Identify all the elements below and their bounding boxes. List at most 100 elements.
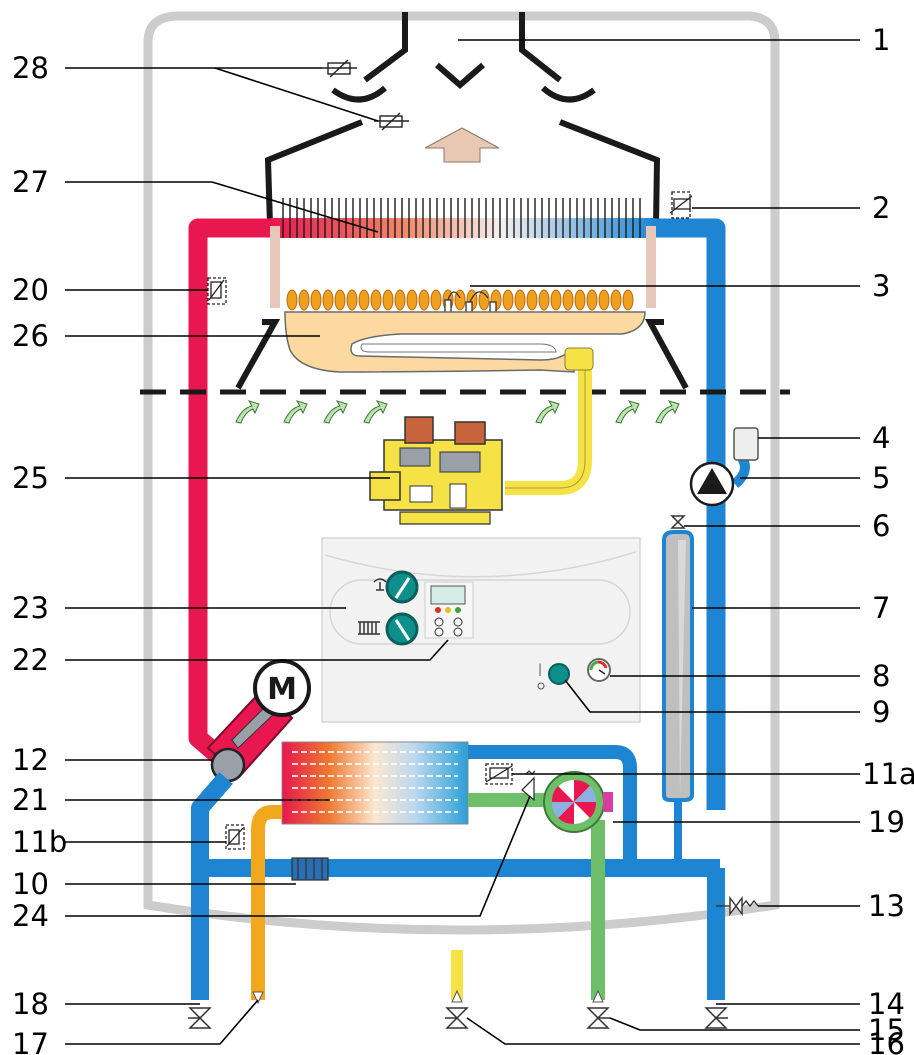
gas-supply-pipe-outline xyxy=(505,360,586,489)
main-heat-exchanger xyxy=(270,198,656,308)
flame xyxy=(478,289,490,311)
flue-hood xyxy=(264,12,661,226)
callout-11b: 11b xyxy=(12,825,67,859)
air-arrow xyxy=(615,400,640,424)
display-module xyxy=(430,585,466,637)
air-arrow xyxy=(235,400,260,424)
flame xyxy=(322,289,334,311)
air-arrow xyxy=(283,400,308,424)
dhw-outlet-pipe xyxy=(251,805,282,1000)
inner-burner-slot xyxy=(360,343,557,353)
callout-24: 24 xyxy=(12,899,49,933)
flame xyxy=(574,289,586,311)
dhw-temperature-knob[interactable] xyxy=(385,570,419,604)
svg-text:M: M xyxy=(267,672,297,707)
flame xyxy=(418,289,430,311)
temperature-sensor-icon xyxy=(207,191,693,850)
control-panel xyxy=(321,537,641,723)
callout-14: 14 xyxy=(868,987,905,1021)
flame xyxy=(622,289,634,311)
tap-icon xyxy=(373,578,387,591)
flame xyxy=(346,289,358,311)
flame xyxy=(586,289,598,311)
air-arrow xyxy=(655,400,680,424)
hx-return-pipe xyxy=(468,745,637,868)
callout-15: 15 xyxy=(868,1013,905,1047)
callout-23: 23 xyxy=(12,591,49,625)
flame xyxy=(514,289,526,311)
flame xyxy=(550,289,562,311)
callout-27: 27 xyxy=(12,165,49,199)
flame xyxy=(406,289,418,311)
valve-icon xyxy=(670,515,686,529)
air-arrow xyxy=(535,400,560,424)
flow-switch xyxy=(543,771,613,833)
callout-8: 8 xyxy=(872,659,890,693)
callout-26: 26 xyxy=(12,319,49,353)
gas-flow-arrow xyxy=(451,989,463,1003)
callout-19: 19 xyxy=(868,805,905,839)
vessel-highlight xyxy=(678,540,686,795)
burner-flames xyxy=(286,289,634,311)
flame xyxy=(334,289,346,311)
callout-28: 28 xyxy=(12,51,49,85)
callout-10: 10 xyxy=(12,867,49,901)
flame xyxy=(358,289,370,311)
callout-20: 20 xyxy=(12,273,49,307)
callout-18: 18 xyxy=(12,987,49,1021)
pressure-gauge xyxy=(587,658,611,682)
callout-2: 2 xyxy=(872,191,890,225)
chamber-walls xyxy=(235,319,689,390)
radiator-icon xyxy=(358,621,380,635)
callout-3: 3 xyxy=(872,269,890,303)
flame xyxy=(382,289,394,311)
leader-lines xyxy=(65,39,860,1045)
air-arrow xyxy=(363,400,388,424)
cold-water-pipe xyxy=(468,793,605,1000)
callout-6: 6 xyxy=(872,509,890,543)
callout-13: 13 xyxy=(868,889,905,923)
expansion-vessel xyxy=(662,530,694,802)
bypass-valve xyxy=(291,857,329,881)
callout-11a: 11a xyxy=(862,757,914,791)
pressure-relief-valve xyxy=(716,895,759,917)
flame xyxy=(310,289,322,311)
callout-labels: 28 27 20 26 25 23 22 12 21 11b 10 24 18 … xyxy=(12,23,914,1055)
gas-supply-pipe xyxy=(505,360,592,495)
callout-4: 4 xyxy=(872,421,890,455)
callout-25: 25 xyxy=(12,461,49,495)
svg-text:|: | xyxy=(538,662,542,676)
callout-1: 1 xyxy=(872,23,890,57)
heating-temperature-knob[interactable] xyxy=(385,612,419,646)
flame xyxy=(286,289,298,311)
main-switch[interactable]: | xyxy=(537,662,570,690)
flame xyxy=(526,289,538,311)
relief-valve xyxy=(521,770,536,802)
flue-gas-arrow xyxy=(424,127,500,163)
gas-nozzle xyxy=(564,347,594,371)
callout-12: 12 xyxy=(12,743,49,777)
flame xyxy=(610,289,622,311)
isolation-valves xyxy=(188,1007,728,1029)
cold-flow-arrow xyxy=(592,989,604,1003)
dhw-plate-heat-exchanger xyxy=(281,741,469,825)
heating-return-pipe xyxy=(645,218,726,810)
callout-21: 21 xyxy=(12,783,49,817)
flame xyxy=(598,289,610,311)
flame xyxy=(298,289,310,311)
air-inlet-arrows xyxy=(235,400,680,424)
flame xyxy=(370,289,382,311)
flame xyxy=(394,289,406,311)
callout-5: 5 xyxy=(872,461,890,495)
automatic-air-vent xyxy=(733,427,759,461)
flame xyxy=(538,289,550,311)
flame xyxy=(502,289,514,311)
dhw-flow-arrow xyxy=(252,991,264,1005)
callout-7: 7 xyxy=(872,591,890,625)
pump-icon xyxy=(689,461,735,507)
callout-9: 9 xyxy=(872,695,890,729)
callout-16: 16 xyxy=(868,1027,905,1055)
callout-17: 17 xyxy=(12,1027,49,1055)
motor-icon: M xyxy=(253,659,311,717)
